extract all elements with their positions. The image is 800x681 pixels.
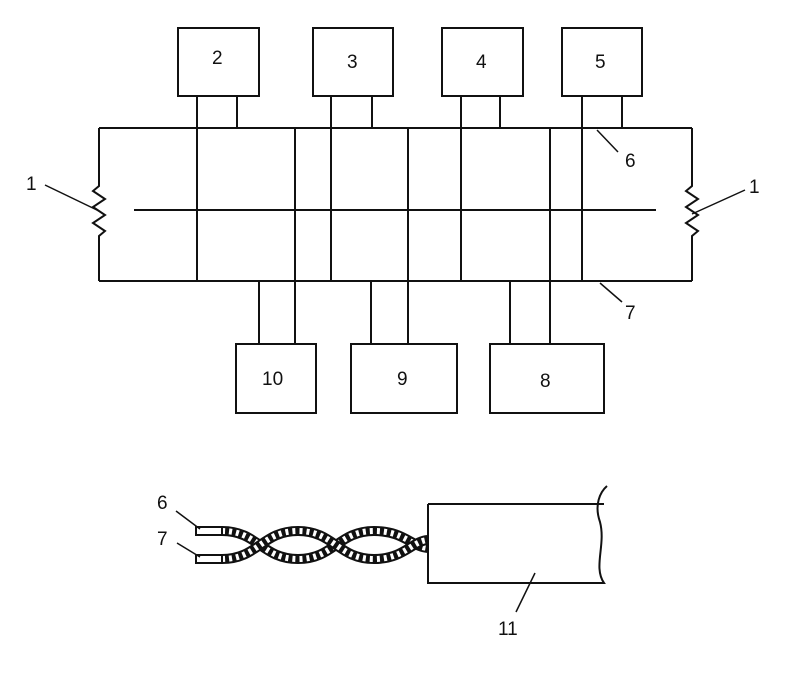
- leader-wire-top: [596, 129, 619, 153]
- label-box-3: 3: [347, 52, 358, 73]
- twisted-pair-cable: 6 7 11: [157, 485, 608, 640]
- node-box-10: [235, 343, 317, 414]
- node-box-9: [350, 343, 458, 414]
- node-box-2: [177, 27, 260, 97]
- label-box-8: 8: [540, 371, 551, 392]
- label-cable-wire-a: 6: [157, 493, 168, 514]
- bus-network: 1 1 2 3 4 5 6 7 10 9 8: [26, 27, 760, 414]
- label-box-5: 5: [595, 52, 606, 73]
- node-box-5: [561, 27, 643, 97]
- node-box-4: [441, 27, 524, 97]
- label-box-10: 10: [262, 369, 283, 390]
- node-box-8: [489, 343, 605, 414]
- wire-b-conductor: [195, 554, 223, 564]
- leader-resistor-right: [691, 189, 746, 215]
- label-cable-wire-b: 7: [157, 529, 168, 550]
- leader-resistor-left: [44, 184, 100, 212]
- leader-wire-bottom: [599, 282, 623, 303]
- label-box-4: 4: [476, 52, 487, 73]
- label-resistor-left: 1: [26, 174, 37, 195]
- cable-jacket: [427, 485, 608, 584]
- wire-a-conductor: [195, 526, 223, 536]
- right-termination-resistor: [684, 128, 700, 281]
- label-box-9: 9: [397, 369, 408, 390]
- label-cable-jacket: 11: [498, 619, 518, 640]
- label-box-2: 2: [212, 48, 223, 69]
- label-wire-top: 6: [625, 151, 636, 172]
- leader-cable-jacket: [515, 572, 536, 613]
- twisted-wire-b-outline: [221, 525, 429, 565]
- node-box-3: [312, 27, 394, 97]
- left-termination-resistor: [91, 128, 107, 281]
- leader-cable-wire-b: [176, 542, 201, 558]
- leader-cable-wire-a: [175, 510, 201, 530]
- label-resistor-right: 1: [749, 177, 760, 198]
- label-wire-bottom: 7: [625, 303, 636, 324]
